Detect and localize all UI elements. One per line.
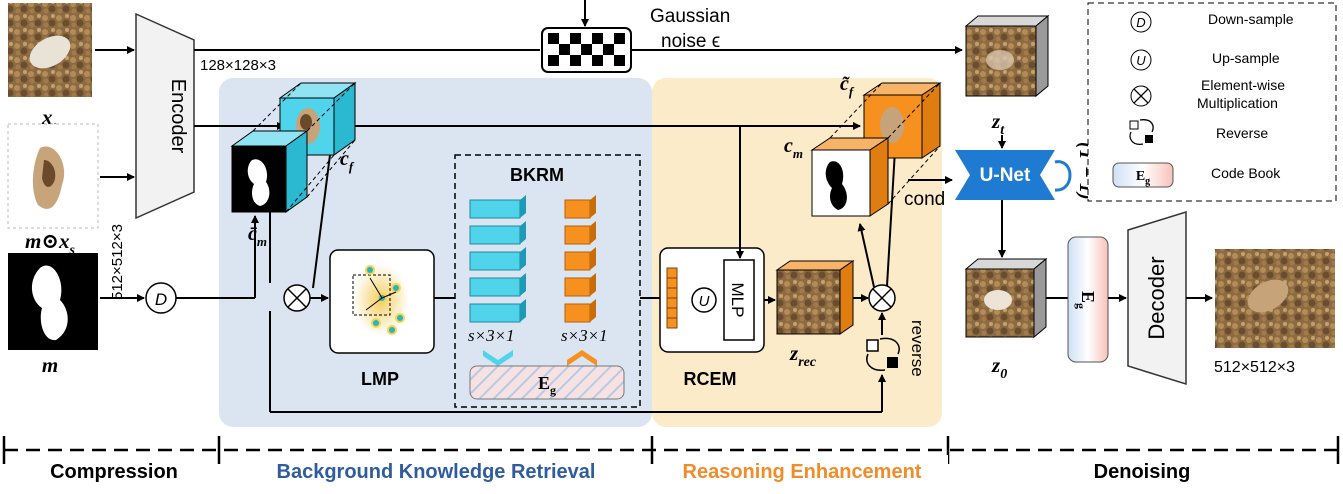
section-compression: Compression [50, 461, 178, 483]
legend-multiply-text-1: Element-wise [1201, 77, 1285, 93]
section-background-retrieval: Background Knowledge Retrieval [277, 461, 596, 483]
legend-downsample-icon [1130, 11, 1152, 33]
zt-label: zt [991, 109, 1005, 138]
legend-upsample-symbol: U [1136, 53, 1146, 68]
legend-downsample-text: Down-sample [1208, 11, 1294, 27]
codebook-label: Eg [538, 373, 556, 397]
z0-cube [964, 257, 1048, 339]
legend-multiply-text-2: Multiplication [1197, 95, 1278, 111]
zt-cube [964, 14, 1050, 98]
masked-label: m⊙xs [25, 229, 75, 258]
section-denoising: Denoising [1094, 461, 1191, 483]
output-dim: 512×512×3 [1214, 359, 1295, 376]
rcem-label: RCEM [684, 369, 737, 389]
loop-arrow-icon [1054, 160, 1072, 192]
bkrm-title: BKRM [510, 165, 564, 185]
unet-label: U-Net [980, 165, 1031, 186]
unet-block [955, 150, 1055, 200]
legend-upsample-icon [1130, 49, 1152, 71]
cm-cube [230, 130, 309, 213]
noise-label-2: noise ϵ [661, 31, 720, 52]
legend-reverse-text: Reverse [1216, 125, 1268, 141]
mlp-label: MLP [728, 283, 747, 318]
legend-upsample-text: Up-sample [1212, 50, 1280, 66]
upsample-op [691, 287, 717, 313]
bkrm-dim-right: s×3×1 [561, 326, 608, 345]
bkrm-dim-left: s×3×1 [468, 326, 515, 345]
decoder-codebook-label: Eg [1074, 291, 1098, 309]
lmp-label: LMP [361, 369, 399, 389]
z0-label: z0 [991, 353, 1007, 382]
legend-downsample-symbol: D [1136, 15, 1145, 30]
cm2-cube [810, 137, 890, 217]
decoder-label: Decoder [1144, 256, 1169, 339]
encoder-label: Encoder [167, 79, 189, 154]
cm2-label: cm [784, 135, 803, 161]
cyan-token-stack [469, 195, 526, 323]
cond-label: cond [904, 189, 945, 210]
legend-reverse-icon [1129, 119, 1154, 145]
noise-label-1: Gaussian [650, 6, 730, 27]
section-reasoning: Reasoning Enhancement [683, 461, 922, 483]
reverse-label: reverse [908, 320, 927, 377]
mask-label: m [42, 353, 58, 377]
codebook-bar [469, 365, 625, 400]
legend-codebook-text: Code Book [1211, 165, 1281, 181]
orange-token-stack [564, 195, 596, 323]
zrec-cube [775, 260, 855, 335]
mlp-box [723, 259, 755, 341]
legend-codebook-icon [1112, 162, 1174, 188]
down-chevron-icon [483, 350, 513, 366]
legend-codebook-symbol: Eg [1136, 169, 1150, 187]
cm-label: c̄m [248, 223, 267, 249]
up-chevron-icon [567, 350, 597, 366]
downsample-symbol: D [155, 290, 167, 309]
rcem-token-stack [666, 267, 678, 329]
zrec-label: zrec [789, 341, 817, 370]
decoder-codebook [1067, 236, 1109, 363]
reverse-icon [866, 337, 900, 371]
decoder [1127, 210, 1187, 386]
bkr-panel [219, 78, 652, 427]
dim-512-left: 512×512×3 [109, 224, 126, 300]
encoder-out-dim: 128×128×3 [200, 57, 276, 74]
cf-tilde-label: c̃f [840, 73, 855, 99]
upsample-symbol: U [699, 293, 710, 310]
bkrm-box [454, 154, 641, 408]
cf-label: cf [340, 148, 355, 174]
encoder [135, 12, 195, 220]
